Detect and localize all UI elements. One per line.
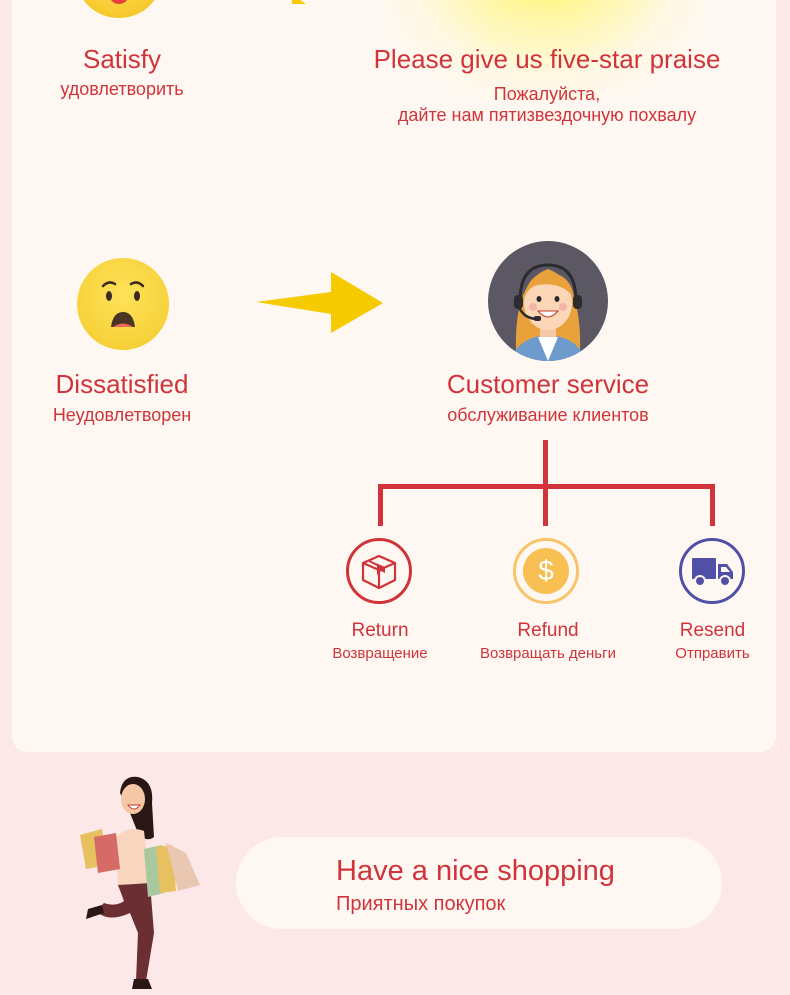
truck-icon	[692, 558, 733, 587]
resend-subtitle: Отправить	[675, 645, 750, 662]
praise-subtitle-line2: дайте нам пятизвездочную похвалу	[397, 105, 697, 125]
customer-service-subtitle: обслуживание клиентов	[447, 405, 649, 425]
praise-subtitle-line1: Пожалуйста,	[493, 84, 601, 104]
refund-title: Refund	[517, 620, 579, 641]
arrow-icon	[292, 0, 306, 4]
connector-line	[543, 440, 548, 526]
greeting-subtitle: Приятных покупок	[336, 893, 506, 915]
dollar-icon: $	[523, 548, 569, 594]
connector-line	[378, 484, 383, 526]
greeting-banner: Have a nice shopping Приятных покупок	[236, 837, 722, 929]
satisfied-subtitle: удовлетворить	[60, 79, 184, 99]
customer-service-avatar	[488, 241, 608, 361]
customer-service-title: Customer service	[446, 369, 650, 399]
refund-subtitle: Возвращать деньги	[480, 645, 616, 662]
feedback-card	[12, 0, 776, 752]
return-title: Return	[351, 620, 409, 641]
box-icon	[361, 554, 397, 590]
sunburst-icon	[380, 0, 710, 100]
resend-option-icon	[679, 538, 745, 604]
arrow-right-icon	[256, 272, 383, 333]
connector-line	[710, 484, 715, 526]
return-option-icon	[346, 538, 412, 604]
refund-option-icon: $	[513, 538, 579, 604]
worried-emoji-icon	[77, 258, 169, 350]
greeting-title: Have a nice shopping	[336, 855, 615, 887]
connector-line	[378, 484, 715, 489]
dissatisfied-subtitle: Неудовлетворен	[52, 405, 192, 425]
praise-title: Please give us five-star praise	[373, 44, 721, 74]
satisfied-title: Satisfy	[82, 44, 162, 74]
return-subtitle: Возвращение	[332, 645, 428, 662]
resend-title: Resend	[679, 620, 746, 641]
dissatisfied-title: Dissatisfied	[55, 369, 189, 399]
shopper-illustration	[80, 776, 200, 989]
